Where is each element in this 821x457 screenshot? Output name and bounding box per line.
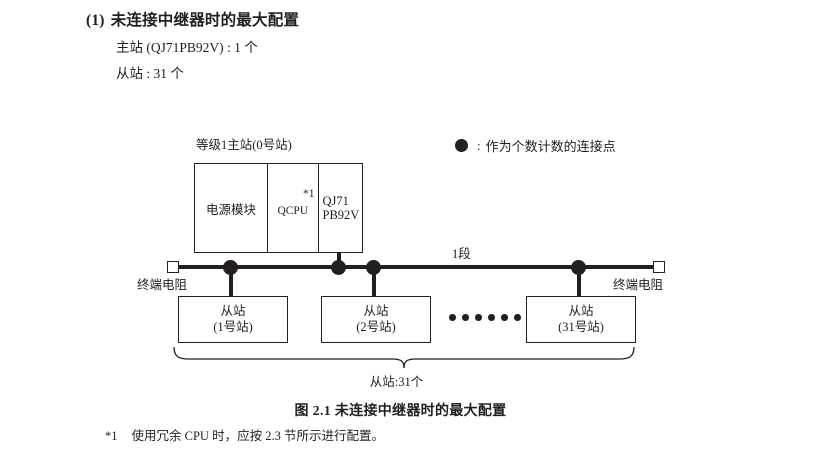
section-title: 未连接中继器时的最大配置 — [110, 12, 300, 29]
slave-station-box-2: 从站 (2号站) — [321, 296, 431, 343]
rack-cell-cpu: QCPU *1 — [268, 164, 319, 252]
master-station-caption: 等级1主站(0号站) — [196, 138, 292, 152]
ellipsis-dot — [488, 314, 495, 321]
ellipsis-dot — [462, 314, 469, 321]
footnote: *1 使用冗余 CPU 时，应按 2.3 节所示进行配置。 — [105, 425, 384, 444]
bus-trunk-line — [178, 265, 654, 269]
terminator-right-label: 终端电阻 — [613, 278, 664, 292]
ellipsis-dot — [475, 314, 482, 321]
figure-caption: 图 2.1 未连接中继器时的最大配置 — [294, 404, 507, 419]
rack-cell-network-module: QJ71 PB92V — [319, 164, 363, 252]
slave-name-31: 从站 — [568, 303, 594, 318]
segment-label: 1段 — [452, 247, 471, 261]
dot-icon — [455, 139, 468, 152]
drop-cable-slave2 — [371, 266, 376, 297]
network-module-line1: QJ71 — [322, 194, 349, 208]
slave-count-brace — [173, 347, 635, 369]
slave-station-box-31: 从站 (31号站) — [526, 296, 636, 343]
footnote-mark: *1 — [105, 429, 118, 443]
brace-label-wrapper: 从站:31个 — [0, 371, 821, 390]
slave-station-number-31: (31号站) — [558, 319, 604, 334]
network-module-label: QJ71 PB92V — [323, 194, 360, 222]
footnote-text: 使用冗余 CPU 时，应按 2.3 节所示进行配置。 — [131, 429, 384, 443]
slave-station-number-2: (2号站) — [356, 319, 396, 334]
terminator-right-symbol — [653, 261, 665, 273]
cpu-footnote-mark: *1 — [303, 188, 315, 200]
ellipsis-dot — [501, 314, 508, 321]
legend: : 作为个数计数的连接点 — [455, 136, 616, 155]
power-module-label: 电源模块 — [206, 202, 257, 217]
terminator-left-label: 终端电阻 — [137, 278, 188, 292]
cpu-label: QCPU — [277, 205, 309, 217]
legend-colon: : — [477, 137, 481, 153]
slave-station-number-1: (1号站) — [213, 319, 253, 334]
slave-station-box-1: 从站 (1号站) — [178, 296, 288, 343]
ellipsis-icon — [449, 314, 521, 321]
drop-cable-slave1 — [228, 266, 233, 297]
slave-name-2: 从站 — [363, 303, 389, 318]
section-number: (1) — [86, 12, 105, 29]
figure-caption-wrapper: 图 2.1 未连接中继器时的最大配置 — [0, 400, 821, 420]
ellipsis-dot — [514, 314, 521, 321]
terminator-left-symbol — [167, 261, 179, 273]
legend-label: 作为个数计数的连接点 — [485, 139, 616, 154]
heading-detail-slave: 从站 : 31 个 — [116, 66, 184, 81]
drop-cable-slave31 — [576, 266, 581, 297]
section-heading: (1) 未连接中继器时的最大配置 — [86, 8, 299, 30]
slave-name-1: 从站 — [220, 303, 246, 318]
heading-detail-master: 主站 (QJ71PB92V) : 1 个 — [116, 40, 258, 55]
connection-node-master — [331, 259, 346, 275]
brace-label: 从站:31个 — [369, 375, 424, 389]
network-module-line2: PB92V — [322, 208, 360, 222]
rack-cell-power-supply: 电源模块 — [195, 164, 269, 252]
ellipsis-dot — [449, 314, 456, 321]
master-rack: 电源模块 QCPU *1 QJ71 PB92V — [194, 163, 363, 253]
